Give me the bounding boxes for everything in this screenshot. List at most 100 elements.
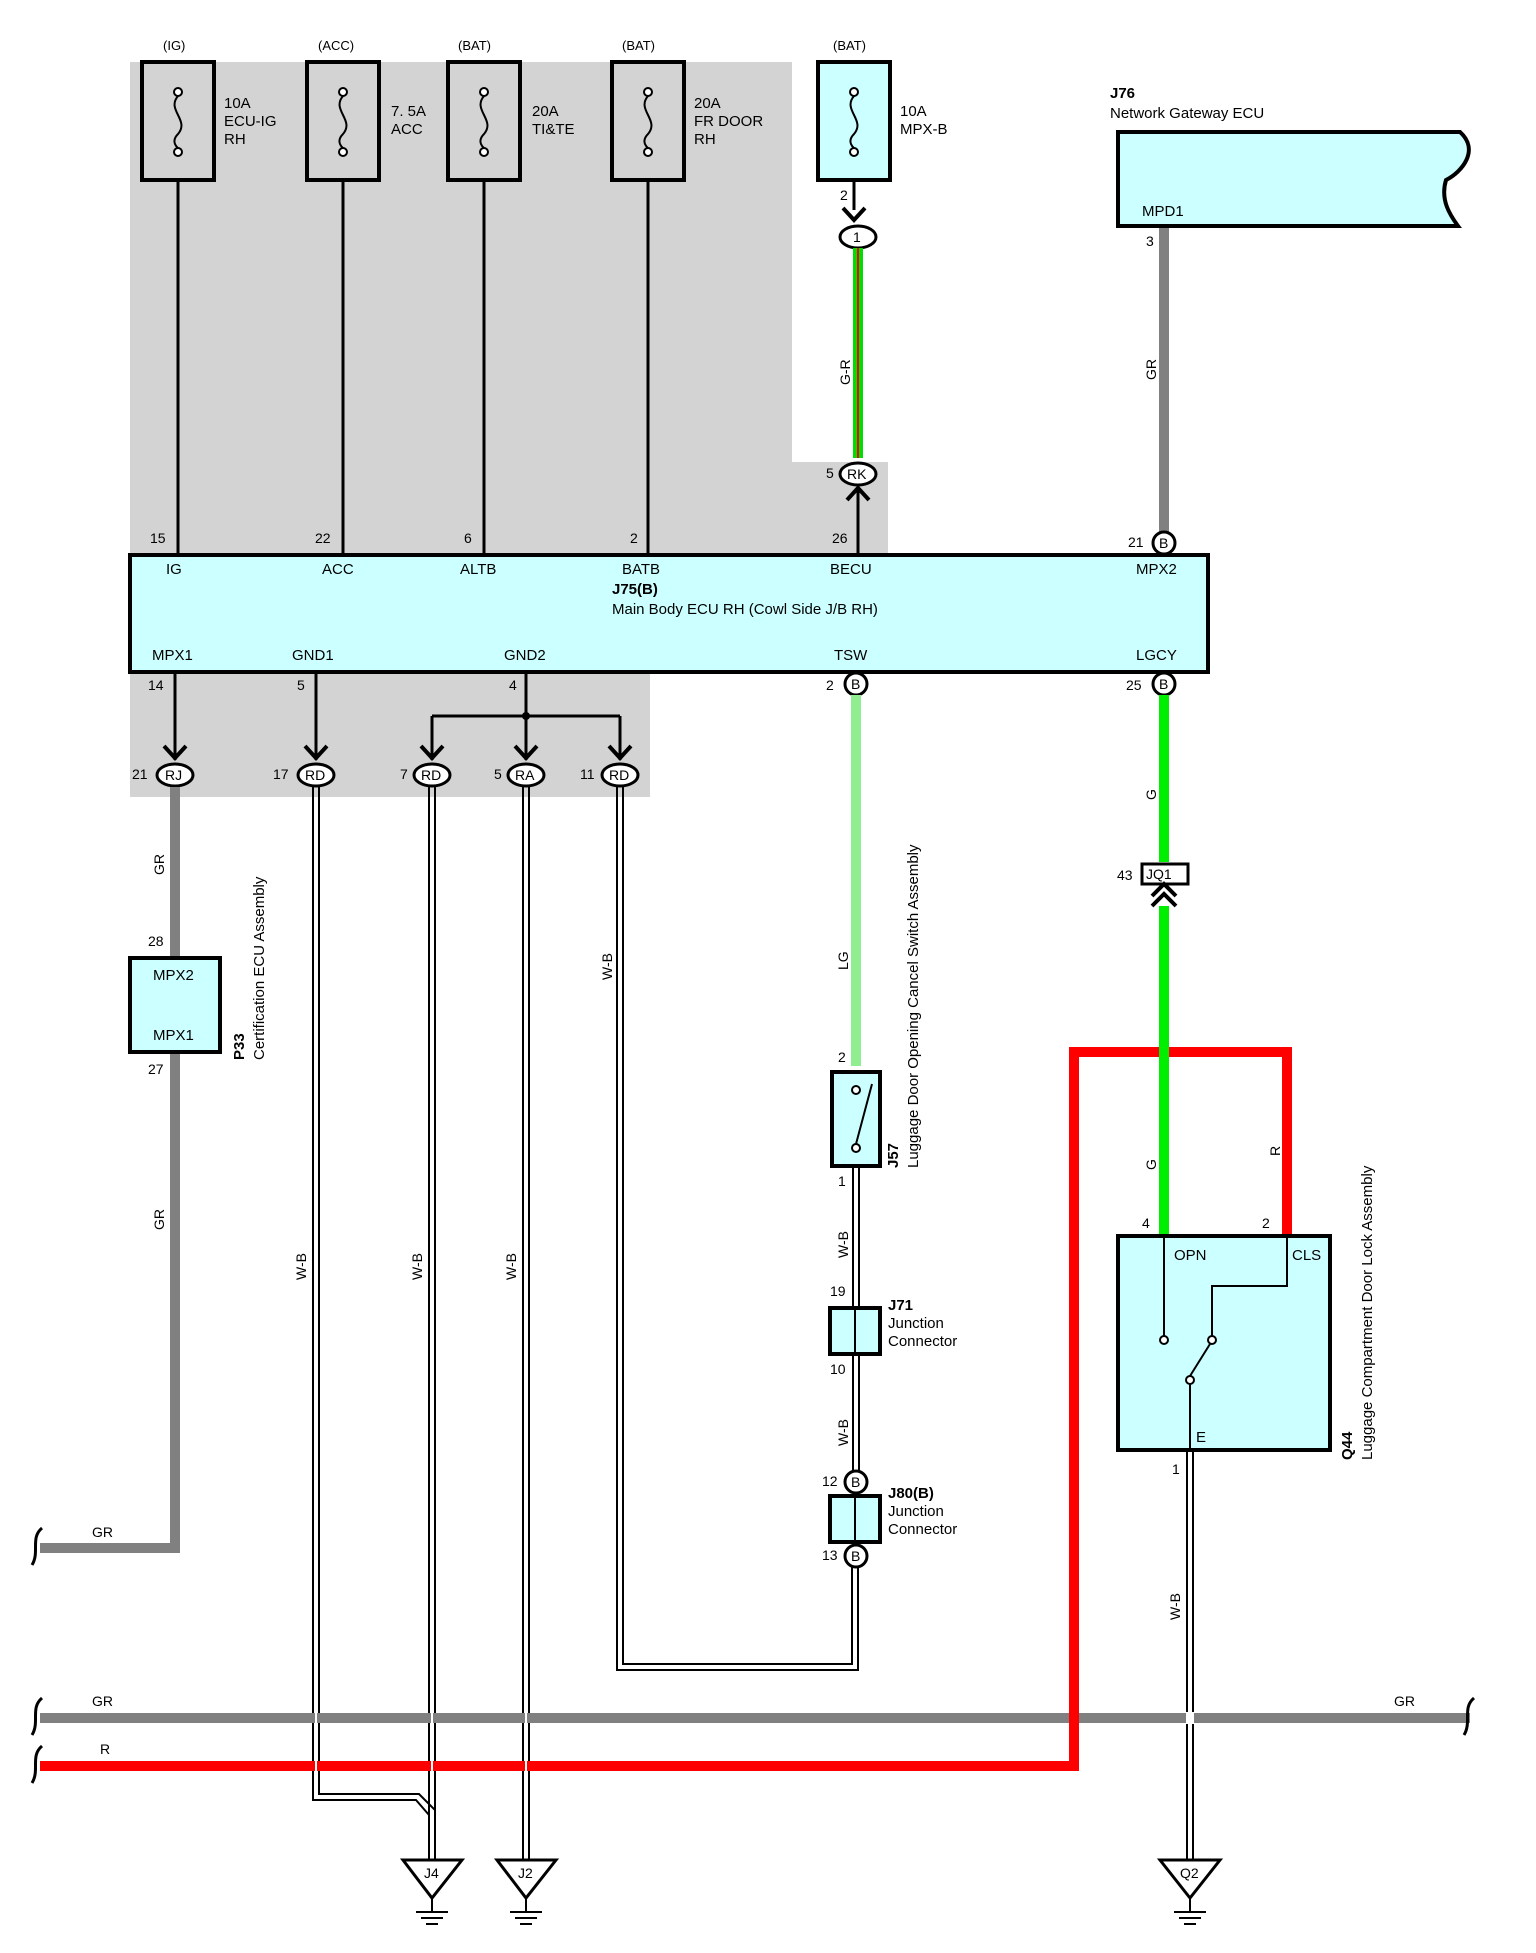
fuse-name: ACC — [391, 121, 423, 138]
pin-number: 4 — [1142, 1215, 1150, 1231]
pin-number: 10 — [830, 1361, 846, 1377]
connector-label: B — [851, 1548, 860, 1564]
component-code: Q44 — [1339, 1431, 1356, 1460]
connector-label: B — [1159, 535, 1168, 551]
connector-label: RD — [609, 767, 629, 783]
ground-q2: Q2 — [1156, 1858, 1224, 1925]
pin-label: ALTB — [460, 561, 496, 578]
connector-label: RK — [847, 466, 867, 482]
component-name: Certification ECU Assembly — [251, 876, 268, 1060]
wire-color-label: R — [100, 1741, 110, 1757]
ecu-bottom-wiring: 14 21 RJ 5 17 RD 4 7 RD 5 RA 11 RD 2 B 2… — [132, 671, 1177, 788]
pin-number: 14 — [148, 677, 164, 693]
fuse-name: FR DOOR — [694, 113, 763, 130]
connector-label: B — [851, 1474, 860, 1490]
connector-label: RA — [515, 767, 535, 783]
pin-number: 4 — [509, 677, 517, 693]
fuse-source: (ACC) — [318, 38, 354, 53]
junction-block-panel-lower — [130, 672, 650, 797]
network-gateway-ecu: J76 Network Gateway ECU MPD1 3 GR 21 B — [1110, 85, 1471, 556]
pin-label: OPN — [1174, 1247, 1207, 1264]
pin-number: 12 — [822, 1473, 838, 1489]
component-code: P33 — [231, 1033, 248, 1060]
pin-label: LGCY — [1136, 647, 1177, 664]
fuse-source: (BAT) — [622, 38, 655, 53]
pin-number: 7 — [400, 766, 408, 782]
fuse-wires — [176, 180, 650, 555]
fuse-rating: 10A — [900, 103, 927, 120]
fuse-name: MPX-B — [900, 121, 948, 138]
connector-label: RD — [421, 767, 441, 783]
pin-number: 6 — [464, 530, 472, 546]
connector-label: RD — [305, 767, 325, 783]
fuse-mpx-b: (BAT) 10A MPX-B — [816, 38, 948, 182]
certification-ecu: MPX2 MPX1 P33 Certification ECU Assembly — [128, 876, 268, 1060]
component-name: Luggage Door Opening Cancel Switch Assem… — [905, 844, 922, 1168]
pin-label: MPX1 — [153, 1027, 194, 1044]
wire-color-label: W-B — [835, 1231, 851, 1258]
component-name: Junction — [888, 1315, 944, 1332]
pin-number: 19 — [830, 1283, 846, 1299]
pin-number: 1 — [1172, 1461, 1180, 1477]
component-name: Connector — [888, 1521, 957, 1538]
wire-color-label: GR — [151, 854, 167, 875]
pin-number: 3 — [1146, 233, 1154, 249]
fuse-name: TI&TE — [532, 121, 575, 138]
wire-color-label: GR — [1394, 1693, 1415, 1709]
ground-label: J2 — [518, 1865, 533, 1881]
fuse-source: (BAT) — [458, 38, 491, 53]
fuse-acc: (ACC) 7. 5A ACC — [305, 38, 426, 182]
pin-label: BATB — [622, 561, 660, 578]
pin-number: 2 — [630, 530, 638, 546]
pin-number: 5 — [494, 766, 502, 782]
pin-label: CLS — [1292, 1247, 1321, 1264]
wire-color-label: LG — [835, 951, 851, 970]
component-code: J71 — [888, 1297, 913, 1314]
wire-mpxb: 2 1 G-R 5 RK 26 — [826, 180, 878, 555]
bus-wires: GR GR R R — [30, 1047, 1476, 1784]
fuse-fr-door: (BAT) 20A FR DOOR RH — [610, 38, 763, 182]
connector-label: 1 — [853, 229, 861, 245]
pin-number: 5 — [826, 465, 834, 481]
wire-color-label: GR — [151, 1209, 167, 1230]
fuse-ecu-ig: (IG) 10A ECU-IG RH — [140, 38, 277, 182]
pin-label: MPX2 — [153, 967, 194, 984]
pin-number: 22 — [315, 530, 331, 546]
fuse-source: (IG) — [163, 38, 185, 53]
connector-label: JQ1 — [1146, 866, 1172, 882]
connector-label: B — [851, 676, 860, 692]
connector-label: B — [1159, 676, 1168, 692]
door-lock-assembly: OPN CLS E Q44 Luggage Compartment Door L… — [1116, 1165, 1376, 1860]
pin-number: 21 — [1128, 534, 1144, 550]
junction-block-panel — [130, 62, 888, 555]
pin-number: 11 — [580, 766, 595, 782]
pin-number: 26 — [832, 530, 848, 546]
pin-label: GND2 — [504, 647, 546, 664]
ground-label: J4 — [424, 1865, 439, 1881]
pin-number: 15 — [150, 530, 166, 546]
wire-color-label: W-B — [293, 1253, 309, 1280]
pin-label: MPX1 — [152, 647, 193, 664]
wire-color-label: R — [1267, 1146, 1283, 1156]
pin-label: TSW — [834, 647, 868, 664]
wire-gr-mpx1: GR 28 GR GR 27 — [30, 787, 180, 1566]
pin-number: 17 — [273, 766, 289, 782]
pin-number: 5 — [297, 677, 305, 693]
pin-number: 2 — [840, 187, 848, 203]
ground-j4: J4 — [399, 1858, 466, 1925]
ground-label: Q2 — [1180, 1865, 1199, 1881]
wire-color-label: G-R — [837, 359, 853, 385]
fuse-rating: 10A — [224, 95, 251, 112]
wire-color-label: GR — [92, 1693, 113, 1709]
wire-tsw: LG 2 J57 Luggage Door Opening Cancel Swi… — [822, 695, 957, 1596]
pin-label: MPX2 — [1136, 561, 1177, 578]
pin-number: 2 — [838, 1049, 846, 1065]
pin-number: 21 — [132, 766, 148, 782]
fuse-rating: 7. 5A — [391, 103, 426, 120]
component-name: Luggage Compartment Door Lock Assembly — [1359, 1165, 1376, 1460]
pin-label: ACC — [322, 561, 354, 578]
fuse-rating: 20A — [532, 103, 559, 120]
fuse-rating: 20A — [694, 95, 721, 112]
component-code: J75(B) — [612, 581, 658, 598]
